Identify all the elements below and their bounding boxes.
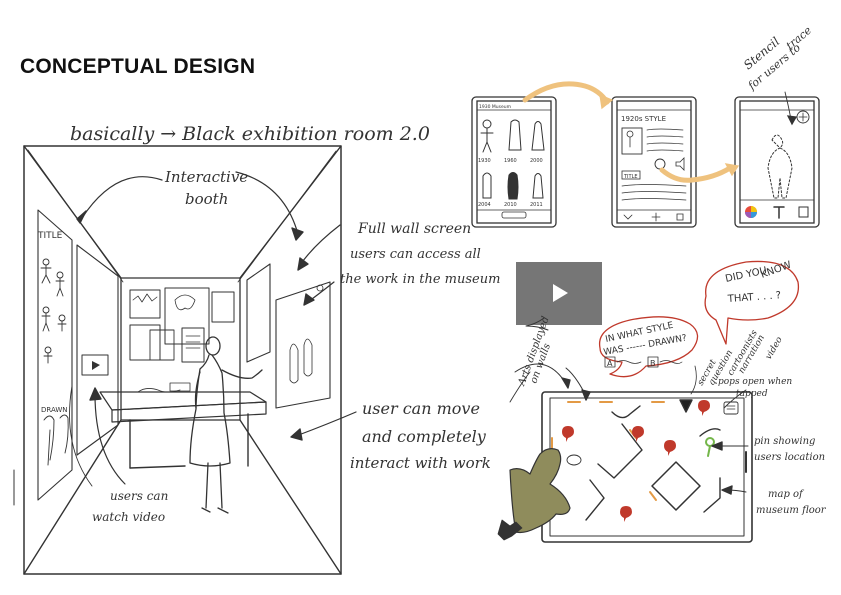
screen1-year-4: 2004 <box>478 202 491 208</box>
map-label-1: map of <box>768 489 805 500</box>
quiz-option-a: A <box>607 359 613 368</box>
pops-open-label-1: pops open when <box>718 377 792 387</box>
did-you-know-3: THAT . . . ? <box>726 290 781 305</box>
map-label-2: museum floor <box>756 505 827 516</box>
user-move-label-3: interact with work <box>350 454 491 472</box>
watch-video-label-1: users can <box>110 489 168 503</box>
pin-label-1: pin showing <box>754 436 815 447</box>
full-wall-label-3: the work in the museum <box>340 272 500 287</box>
screen1-year-2: 1960 <box>504 158 517 164</box>
screen1-year-1: 1930 <box>478 158 491 164</box>
interactive-booth-label-1: Interactive <box>164 168 248 186</box>
full-wall-label-2: users can access all <box>350 247 481 262</box>
screen1-year-3: 2000 <box>530 158 543 164</box>
booth-caption: basically → Black exhibition room 2.0 <box>70 123 430 145</box>
full-wall-label-1: Full wall screen <box>357 221 471 237</box>
tablet-map-sketch <box>497 260 800 543</box>
screen2-title: TITLE <box>623 174 638 180</box>
screen2-header: 1920s STYLE <box>621 115 666 123</box>
video-thumbnail <box>516 262 602 325</box>
screen1-header: 1930 Museum <box>479 104 511 110</box>
watch-video-label-2: watch video <box>92 510 165 524</box>
screen1-year-6: 2011 <box>530 202 543 208</box>
interactive-booth-label-2: booth <box>185 190 228 208</box>
page-title: CONCEPTUAL DESIGN <box>20 55 256 78</box>
video-label: video <box>764 335 785 362</box>
panel-drawn-label: DRAWN <box>41 406 68 414</box>
pops-open-label-2: tapped <box>736 389 768 399</box>
phone-screens <box>471 81 820 228</box>
screen1-year-5: 2010 <box>504 202 517 208</box>
panel-title-label: TITLE <box>37 231 63 241</box>
booth-sketch <box>13 145 357 575</box>
did-you-know-2: KNOW <box>759 260 793 281</box>
quiz-option-b: B <box>650 359 656 368</box>
pin-label-2: users location <box>754 452 825 463</box>
user-move-label-1: user can move <box>362 399 480 418</box>
user-move-label-2: and completely <box>362 427 487 446</box>
